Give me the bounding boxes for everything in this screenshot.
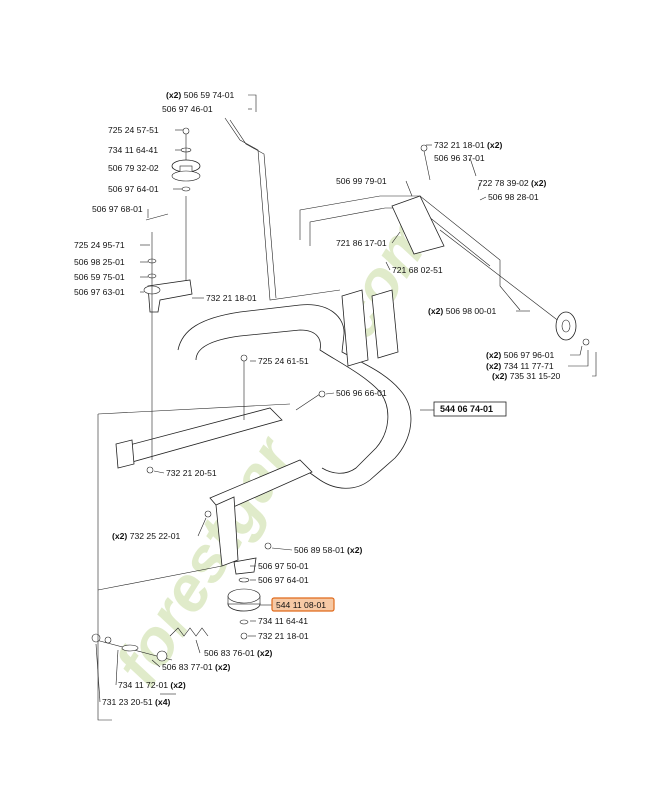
lever-bracket — [147, 279, 193, 313]
side-plate-right — [371, 289, 399, 359]
part-label: (x2) 506 59 74-01 — [166, 90, 235, 100]
part-label: (x2) 506 97 96-01 — [486, 350, 555, 360]
control-rod-1 — [224, 117, 341, 301]
main-assembly-label: 544 06 74-01 — [420, 401, 507, 417]
part-label: 506 83 76-01 (x2) — [204, 648, 272, 658]
part-label: 506 79 32-02 — [108, 163, 159, 173]
part-label: 722 78 39-02 (x2) — [478, 178, 546, 188]
part-label: (x2) 506 98 00-01 — [428, 306, 497, 316]
part-label: 734 11 64-41 — [108, 145, 158, 155]
axle — [439, 229, 561, 323]
pulley-arm — [215, 496, 239, 567]
part-label: 725 24 61-51 — [258, 356, 309, 366]
part-label: 732 21 18-01 — [206, 293, 257, 303]
part-label: 734 11 64-41 — [258, 616, 308, 626]
part-label: 732 21 20-51 — [166, 468, 217, 478]
bracket-screw — [420, 144, 428, 152]
part-label: 506 98 28-01 — [488, 192, 539, 202]
part-label: 506 97 46-01 — [162, 104, 213, 114]
highlighted-part-label[interactable]: 544 11 08-01 — [260, 597, 335, 612]
part-label: 721 86 17-01 — [336, 238, 387, 248]
part-label: 506 97 50-01 — [258, 561, 309, 571]
part-label: 506 97 68-01 — [92, 204, 143, 214]
part-label: 506 96 66-01 — [336, 388, 387, 398]
part-label: 506 97 63-01 — [74, 287, 125, 297]
part-label: 506 97 64-01 — [258, 575, 309, 585]
drawing — [91, 117, 590, 721]
part-label: 725 24 57-51 — [108, 125, 159, 135]
part-label: 732 21 18-01 (x2) — [434, 140, 502, 150]
handle-frame — [177, 304, 412, 489]
part-label: 506 59 75-01 — [74, 272, 125, 282]
main-assembly-number: 544 06 74-01 — [440, 404, 493, 414]
part-labels: (x2) 506 59 74-01 506 97 46-01 725 24 57… — [74, 90, 561, 707]
part-label: 732 21 18-01 — [258, 631, 309, 641]
bracket-wire-2 — [309, 207, 491, 267]
part-label: 721 68 02-51 — [392, 265, 443, 275]
part-label: 506 89 58-01 (x2) — [294, 545, 362, 555]
part-label: (x2) 735 31 15-20 — [492, 371, 561, 381]
tension-spring — [169, 627, 209, 637]
upper-nut — [182, 127, 190, 135]
part-label: (x2) 734 11 77-71 — [486, 361, 554, 371]
control-rod-2 — [229, 119, 277, 299]
highlighted-part-number[interactable]: 544 11 08-01 — [276, 600, 326, 610]
highlight-box[interactable] — [271, 597, 335, 612]
part-label: 506 99 79-01 — [336, 176, 387, 186]
part-label: 725 24 95-71 — [74, 240, 125, 250]
wheel-nut — [582, 338, 590, 346]
leader-lines — [95, 94, 597, 703]
part-label: 506 98 25-01 — [74, 257, 125, 267]
upper-right-bracket — [391, 195, 445, 255]
part-label: 506 97 64-01 — [108, 184, 159, 194]
wheel-hub — [561, 319, 571, 333]
part-label: 731 23 20-51 (x4) — [102, 697, 170, 707]
part-label: 506 83 77-01 (x2) — [162, 662, 230, 672]
part-label: 506 96 37-01 — [434, 153, 485, 163]
part-label: (x2) 732 25 22-01 — [112, 531, 181, 541]
mounting-bracket — [115, 439, 135, 469]
part-label: 734 11 72-01 (x2) — [118, 680, 186, 690]
main-assembly-box — [433, 401, 507, 417]
side-plate-left — [341, 289, 369, 367]
